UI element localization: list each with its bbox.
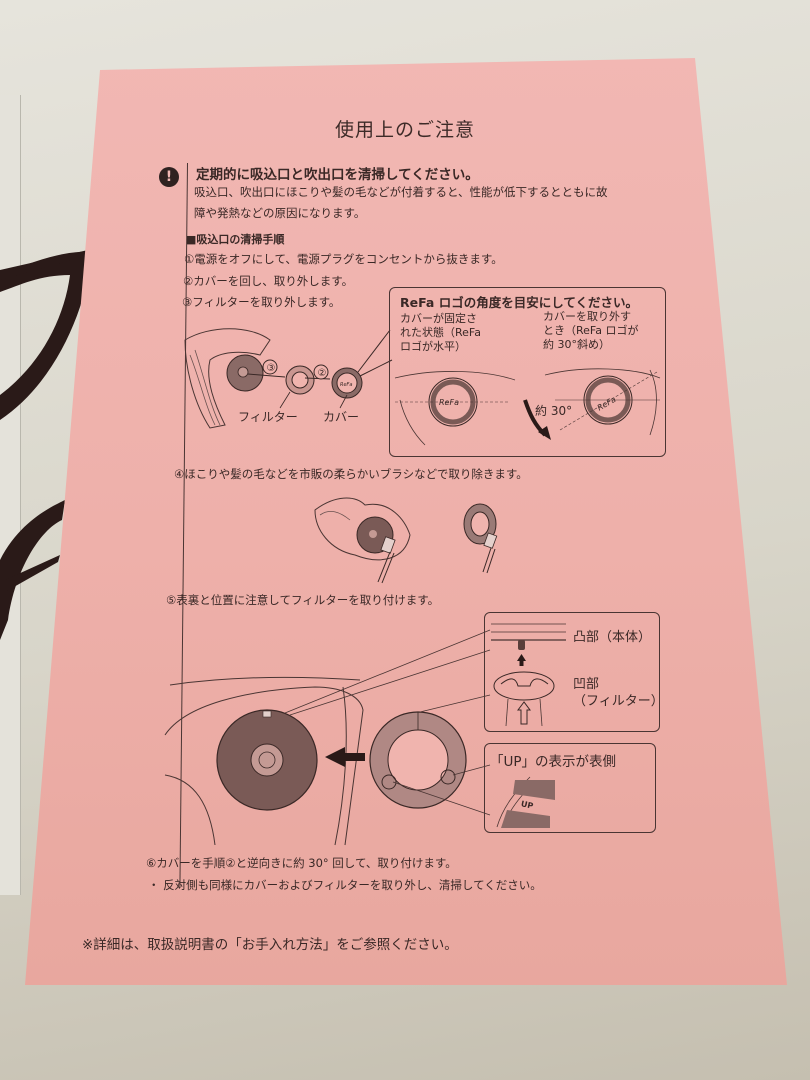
step-1: ①電源をオフにして、電源プラグをコンセントから抜きます。 — [184, 252, 503, 266]
warning-body-line1: 吸込口、吹出口にほこりや髪の毛などが付着すると、性能が低下するとともに故 — [194, 185, 608, 199]
decorative-script-lettering — [0, 250, 92, 640]
note-other-side: ・ 反対側も同様にカバーおよびフィルターを取り外し、清掃してください。 — [148, 878, 542, 892]
refa-angle-diagram: ReFa ReFa — [394, 368, 661, 446]
up-mark-diagram: UP — [496, 776, 555, 828]
step-2: ②カバーを回し、取り外します。 — [183, 274, 354, 288]
underlying-page-edge — [0, 95, 21, 895]
hollow-up-arrow-icon — [517, 701, 531, 725]
footer-reference-note: ※詳細は、取扱説明書の「お手入れ方法」をご参照ください。 — [82, 937, 458, 953]
refa-box-title: ReFa ロゴの角度を目安にしてください。 — [400, 295, 638, 310]
svg-text:UP: UP — [520, 799, 534, 810]
brush-icon — [380, 536, 396, 554]
step-6: ⑥カバーを手順②と逆向きに約 30° 回して、取り付けます。 — [146, 856, 457, 870]
concave-label-2: （フィルター） — [573, 694, 664, 709]
refa-left-caption-2: れた状態（ReFa — [400, 326, 481, 339]
step3-exploded-diagram: ③ ② ReFa — [184, 328, 393, 429]
refa-logo-angle-box — [389, 287, 666, 457]
refa-right-caption-2: とき（ReFa ロゴが — [543, 324, 639, 337]
warning-body-line2: 障や発熱などの原因になります。 — [194, 206, 366, 220]
concave-label-1: 凹部 — [573, 677, 600, 692]
refa-left-caption-1: カバーが固定さ — [400, 312, 477, 325]
refa-right-caption-3: 約 30°斜め） — [543, 338, 610, 351]
convex-label: 凸部（本体） — [573, 630, 652, 645]
refa-left-caption-3: ロゴが水平） — [400, 340, 466, 353]
convex-concave-detail-box — [484, 612, 660, 732]
convex-tab-icon — [518, 640, 525, 650]
section-heading: ■吸込口の清掃手順 — [186, 233, 285, 246]
step-4: ④ほこりや髪の毛などを市販の柔らかいブラシなどで取り除きます。 — [174, 467, 528, 481]
up-arrow-icon — [517, 654, 526, 661]
insert-arrow-icon — [325, 747, 365, 767]
svg-text:ReFa: ReFa — [340, 382, 353, 388]
callout-3-icon — [262, 359, 278, 375]
svg-text:ReFa: ReFa — [596, 395, 618, 413]
convex-concave-diagram — [491, 623, 566, 727]
svg-text:ReFa: ReFa — [439, 398, 459, 407]
exclamation-circle-icon: ! — [159, 167, 179, 187]
svg-text:②: ② — [318, 368, 327, 379]
svg-text:③: ③ — [267, 363, 276, 374]
up-box-title: 「UP」の表示が表側 — [490, 754, 617, 770]
warning-heading: 定期的に吸込口と吹出口を清掃してください。 — [196, 167, 479, 183]
page-title: 使用上のご注意 — [334, 119, 475, 141]
refa-right-caption-1: カバーを取り外す — [543, 310, 631, 323]
brush-cleaning-diagram — [314, 497, 498, 584]
up-mark-detail-box — [484, 743, 656, 833]
callout-2-icon — [313, 364, 329, 380]
filter-label: フィルター — [238, 410, 298, 424]
cover-label: カバー — [323, 410, 360, 424]
step-5: ⑤表裏と位置に注意してフィルターを取り付けます。 — [166, 593, 440, 607]
step-3: ③フィルターを取り外します。 — [182, 295, 341, 309]
angle-label: 約 30° — [535, 404, 573, 418]
filter-install-diagram — [164, 629, 491, 846]
